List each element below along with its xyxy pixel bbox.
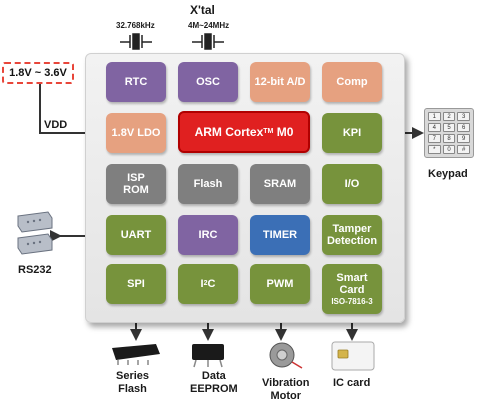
eeprom-chip-icon: [192, 344, 224, 368]
series-flash-chip-icon: [112, 344, 160, 365]
rtc-block: RTC: [106, 62, 166, 102]
keypad-key: 2: [442, 112, 456, 121]
uart-block: UART: [106, 215, 166, 255]
spi-block: SPI: [106, 264, 166, 304]
timer-block: TIMER: [250, 215, 310, 255]
crystal-high-freq-label: 4M~24MHz: [188, 21, 230, 30]
keypad-key: 7: [428, 134, 441, 143]
keypad-key: 8: [442, 134, 456, 143]
osc-block: OSC: [178, 62, 238, 102]
rs232-label: RS232: [18, 264, 52, 276]
flash-block: Flash: [178, 164, 238, 204]
keypad-key: 0: [442, 145, 456, 154]
io-block: I/O: [322, 164, 382, 204]
pwm-block: PWM: [250, 264, 310, 304]
keypad-key: 5: [442, 123, 456, 132]
crystal-low-freq-label: 32.768kHz: [116, 21, 155, 30]
keypad-key: *: [428, 145, 441, 154]
sram-block: SRAM: [250, 164, 310, 204]
voltage-range-label: 1.8V ~ 3.6V: [9, 67, 67, 79]
keypad-key: 1: [428, 112, 441, 121]
keypad-key: 3: [457, 112, 470, 121]
ic-card-label: IC card: [333, 377, 371, 389]
adc-block: 12-bit A/D: [250, 62, 310, 102]
voltage-range-box: 1.8V ~ 3.6V: [2, 62, 74, 84]
keypad-label: Keypad: [428, 168, 468, 180]
keypad-key: #: [457, 145, 470, 154]
vdd-label: VDD: [44, 119, 68, 131]
vdd-arrow: [39, 84, 106, 139]
keypad-key: 6: [457, 123, 470, 132]
crystal-symbol-low: [120, 33, 152, 50]
kpi-block: KPI: [322, 113, 382, 153]
keypad-key: 4: [428, 123, 441, 132]
vibration-motor-icon: [269, 342, 303, 369]
keypad-key: 9: [457, 134, 470, 143]
comp-block: Comp: [322, 62, 382, 102]
ldo-block: 1.8V LDO: [106, 113, 166, 153]
crystal-symbol-high: [192, 33, 224, 50]
ic-card-icon: [331, 341, 375, 371]
rs232-connector-icon: [17, 211, 53, 255]
irc-block: IRC: [178, 215, 238, 255]
crystal-title: X'tal: [190, 3, 215, 17]
